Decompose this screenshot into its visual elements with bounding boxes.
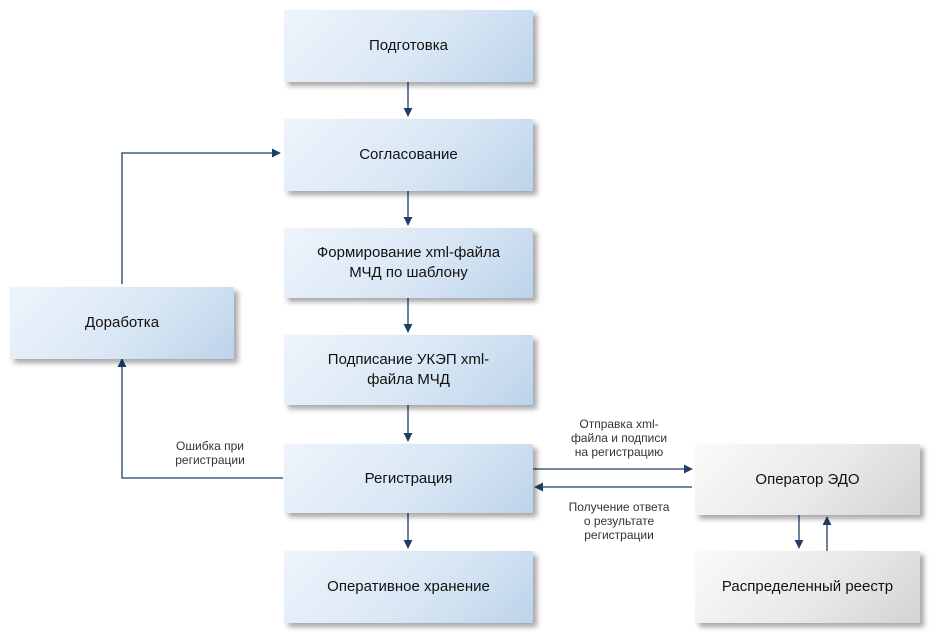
label-registration-error: Ошибка при регистрации xyxy=(150,439,270,467)
node-registration-label: Регистрация xyxy=(364,469,453,487)
label-registration-reply: Получение ответа о результате регистраци… xyxy=(549,500,689,542)
node-signing-line-2: файла МЧД xyxy=(367,371,450,388)
arrow-registration-to-rework xyxy=(117,358,283,479)
label-registration-error-line-1: Ошибка при xyxy=(176,439,244,453)
node-signing: Подписание УКЭП xml- файла МЧД xyxy=(284,335,533,405)
node-preparation: Подготовка xyxy=(284,10,533,82)
arrow-rework-to-approval xyxy=(121,148,281,284)
node-approval-label: Согласование xyxy=(359,146,458,163)
node-signing-line-1: Подписание УКЭП xml- xyxy=(327,351,490,368)
node-storage: Оперативное хранение xyxy=(284,551,533,623)
label-send-to-registration: Отправка xml- файла и подписи на регистр… xyxy=(549,417,689,459)
node-registration: Регистрация xyxy=(284,444,533,513)
node-approval: Согласование xyxy=(284,119,533,191)
node-xml-form: Формирование xml-файла МЧД по шаблону xyxy=(284,228,533,298)
node-xml-form-line-2: МЧД по шаблону xyxy=(349,264,468,281)
label-reply-line-3: регистрации xyxy=(584,528,654,542)
node-distributed-registry: Распределенный реестр xyxy=(695,551,920,623)
label-send-line-1: Отправка xml- xyxy=(579,417,659,431)
node-edo-operator: Оператор ЭДО xyxy=(695,444,920,515)
label-send-line-3: на регистрацию xyxy=(574,445,664,459)
node-preparation-label: Подготовка xyxy=(369,37,448,54)
label-registration-error-line-2: регистрации xyxy=(175,453,245,467)
label-send-line-2: файла и подписи xyxy=(570,431,668,445)
node-rework: Доработка xyxy=(10,287,234,359)
label-reply-line-2: о результате xyxy=(583,514,655,528)
node-edo-operator-label: Оператор ЭДО xyxy=(755,470,860,488)
node-distributed-registry-label: Распределенный реестр xyxy=(721,578,894,595)
node-xml-form-line-1: Формирование xml-файла xyxy=(316,244,501,261)
node-rework-label: Доработка xyxy=(84,314,160,331)
label-reply-line-1: Получение ответа xyxy=(568,500,670,514)
node-storage-label: Оперативное хранение xyxy=(327,578,490,595)
